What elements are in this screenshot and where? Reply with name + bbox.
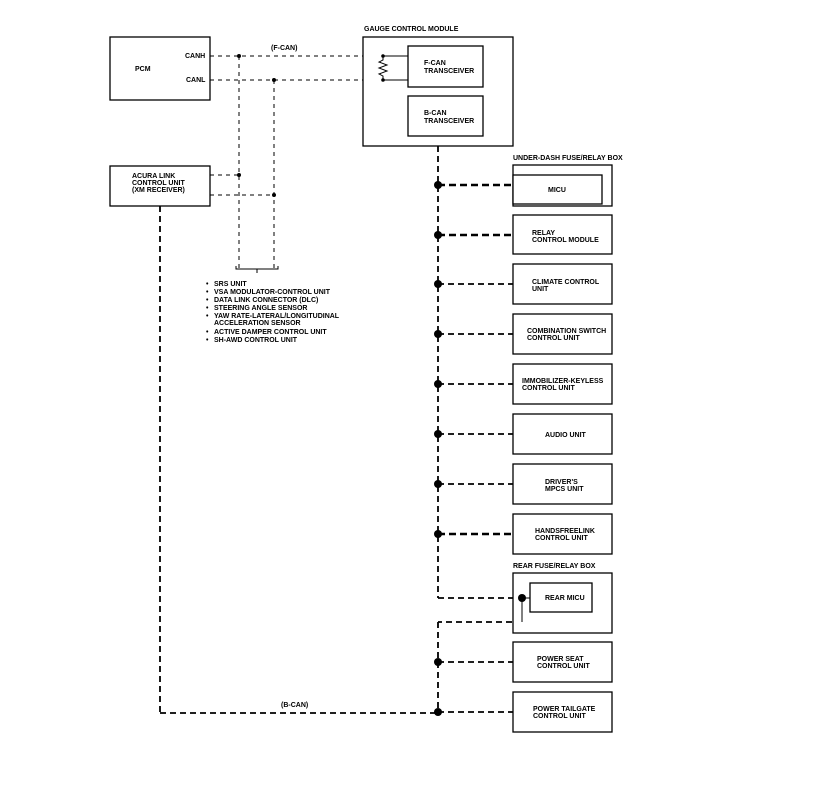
f-can-units-bracket — [235, 266, 279, 270]
drivers-mpcs-label-2: MPCS UNIT — [545, 486, 584, 493]
acura-canl-junction — [272, 193, 276, 197]
power-tailgate-label-1: POWER TAILGATE — [533, 706, 596, 713]
pcm-label: PCM — [135, 66, 151, 73]
f-can-unit-shawd: SH-AWD CONTROL UNIT — [214, 337, 298, 344]
gauge-module-title: GAUGE CONTROL MODULE — [364, 26, 459, 33]
handsfreelink-unit-box — [512, 513, 613, 555]
immobilizer-keyless-junction — [434, 380, 442, 388]
power-seat-label-2: CONTROL UNIT — [537, 663, 590, 670]
drivers-mpcs-unit-box — [512, 463, 613, 505]
acura-link-line2: CONTROL UNIT — [132, 180, 185, 187]
micu-junction — [434, 181, 442, 189]
audio-unit-junction — [434, 430, 442, 438]
acura-link-line1: ACURA LINK — [132, 173, 175, 180]
handsfreelink-label-1: HANDSFREELINK — [535, 528, 595, 535]
rear-micu-label: REAR MICU — [545, 595, 585, 602]
rear-box-title: REAR FUSE/RELAY BOX — [513, 563, 596, 570]
pcm-box — [109, 36, 211, 101]
acura-link-line3: (XM RECEIVER) — [132, 187, 185, 194]
f-can-units-list: • SRS UNIT • VSA MODULATOR-CONTROL UNIT … — [206, 281, 340, 344]
f-can-label: (F-CAN) — [271, 45, 297, 52]
resistor-node-top — [381, 54, 385, 58]
b-can-transceiver-box — [407, 95, 484, 137]
handsfreelink-label-2: CONTROL UNIT — [535, 535, 588, 542]
list-bullet: • — [206, 337, 209, 344]
relay-control-label-2: CONTROL MODULE — [532, 237, 599, 244]
relay-control-junction — [434, 231, 442, 239]
rear-micu-junction — [518, 594, 526, 602]
list-bullet: • — [206, 305, 209, 312]
resistor-node-bottom — [381, 78, 385, 82]
f-can-transceiver-line1: F-CAN — [424, 60, 446, 67]
list-bullet: • — [206, 313, 209, 320]
relay-control-label-1: RELAY — [532, 230, 555, 237]
power-seat-label-1: POWER SEAT — [537, 656, 584, 663]
b-can-transceiver-line1: B-CAN — [424, 110, 447, 117]
b-can-label: (B-CAN) — [281, 702, 308, 709]
acura-canh-junction — [237, 173, 241, 177]
f-can-unit-steering: STEERING ANGLE SENSOR — [214, 305, 307, 312]
climate-control-unit-box — [512, 263, 613, 305]
audio-unit-box — [512, 413, 613, 455]
combination-switch-junction — [434, 330, 442, 338]
f-can-unit-vsa: VSA MODULATOR-CONTROL UNIT — [214, 289, 331, 296]
drivers-mpcs-junction — [434, 480, 442, 488]
drivers-mpcs-label-1: DRIVER'S — [545, 479, 578, 486]
list-bullet: • — [206, 281, 209, 288]
power-tailgate-unit-box — [512, 691, 613, 733]
f-can-unit-yaw-cont: ACCELERATION SENSOR — [214, 320, 301, 327]
list-bullet: • — [206, 289, 209, 296]
pcm-canl-label: CANL — [186, 77, 206, 84]
power-tailgate-label-2: CONTROL UNIT — [533, 713, 586, 720]
power-tailgate-junction — [434, 708, 442, 716]
f-can-transceiver-box — [407, 45, 484, 88]
micu-label: MICU — [548, 187, 566, 194]
list-bullet: • — [206, 329, 209, 336]
canh-junction — [237, 54, 241, 58]
combination-switch-label-2: CONTROL UNIT — [527, 335, 580, 342]
immobilizer-keyless-label-2: CONTROL UNIT — [522, 385, 575, 392]
b-can-transceiver-line2: TRANSCEIVER — [424, 118, 474, 125]
climate-control-label-2: UNIT — [532, 286, 549, 293]
f-can-unit-dlc: DATA LINK CONNECTOR (DLC) — [214, 297, 318, 304]
relay-control-module-box — [512, 214, 613, 255]
f-can-unit-yaw: YAW RATE-LATERAL/LONGITUDINAL — [214, 313, 340, 320]
climate-control-junction — [434, 280, 442, 288]
climate-control-label-1: CLIMATE CONTROL — [532, 279, 600, 286]
power-seat-unit-box — [512, 641, 613, 683]
handsfreelink-junction — [434, 530, 442, 538]
audio-unit-label: AUDIO UNIT — [545, 432, 587, 439]
f-can-unit-damper: ACTIVE DAMPER CONTROL UNIT — [214, 329, 327, 336]
immobilizer-keyless-label-1: IMMOBILIZER-KEYLESS — [522, 378, 604, 385]
combination-switch-label-1: COMBINATION SWITCH — [527, 328, 606, 335]
under-dash-box-title: UNDER-DASH FUSE/RELAY BOX — [513, 155, 623, 162]
canl-junction — [272, 78, 276, 82]
f-can-unit-srs: SRS UNIT — [214, 281, 247, 288]
pcm-canh-label: CANH — [185, 53, 205, 60]
combination-switch-unit-box — [512, 313, 613, 355]
micu-box — [512, 174, 603, 205]
power-seat-junction — [434, 658, 442, 666]
rear-micu-box — [529, 582, 593, 613]
f-can-transceiver-line2: TRANSCEIVER — [424, 68, 474, 75]
termination-resistor-icon — [377, 56, 389, 80]
list-bullet: • — [206, 297, 209, 304]
